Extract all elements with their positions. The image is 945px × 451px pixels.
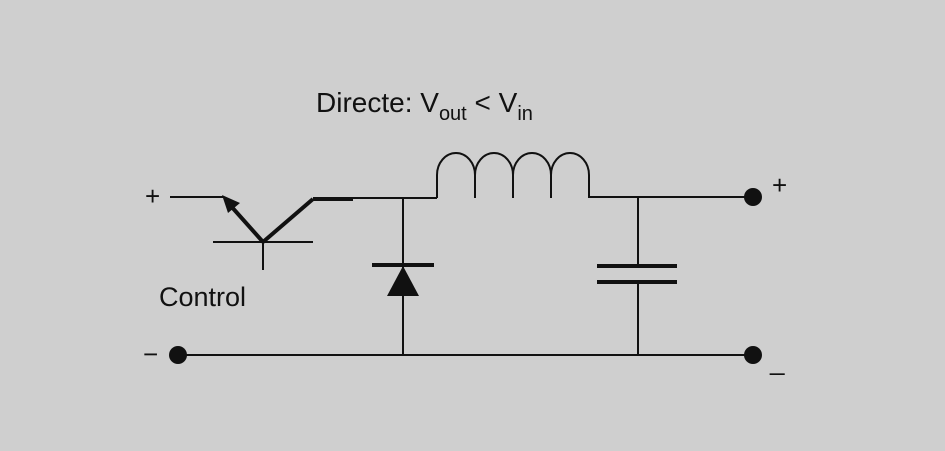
output-minus-terminal [744, 346, 762, 364]
output-plus-label: + [772, 170, 787, 200]
capacitor [597, 197, 677, 355]
output-plus-terminal [744, 188, 762, 206]
input-plus-label: + [145, 181, 160, 211]
output-minus-label: _ [769, 346, 785, 376]
inductor [436, 152, 590, 198]
control-label: Control [159, 282, 246, 312]
input-minus-label: − [143, 339, 158, 369]
input-minus-terminal [169, 346, 187, 364]
diagram-title: Directe: Vout < Vin [316, 87, 533, 125]
transistor-switch [213, 195, 353, 270]
diode [372, 198, 434, 355]
